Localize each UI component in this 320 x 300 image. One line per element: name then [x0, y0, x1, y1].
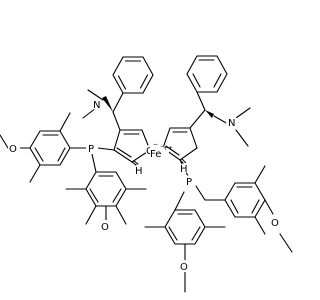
atom-labels: N N P P O O O O H H C − C − Fe ++ — [8, 98, 282, 273]
phosphorus-right-label: P — [186, 177, 192, 188]
iron-label: Fe — [150, 149, 161, 160]
oxygen-bottom-left-label: O — [101, 222, 109, 233]
bond-lines — [0, 55, 293, 293]
hydrogen-left-label: H — [135, 166, 143, 177]
stereo-wedges — [102, 96, 214, 118]
nitrogen-left-label: N — [93, 100, 100, 111]
oxygen-right-lower-label: O — [180, 262, 188, 273]
carbanion-left-charge: − — [153, 141, 158, 148]
hydrogen-right-label: H — [180, 164, 188, 175]
ferrocene-diphosphine-structure: N N P P O O O O H H C − C − Fe ++ — [0, 55, 293, 293]
nitrogen-right-label: N — [228, 118, 235, 129]
iron-charge: ++ — [163, 145, 173, 152]
oxygen-top-left-label: O — [9, 144, 17, 155]
oxygen-right-upper-label: O — [271, 218, 279, 229]
carbanion-left-label: C — [146, 146, 153, 157]
phosphorus-left-label: P — [88, 144, 94, 155]
carbanion-right-charge: − — [160, 143, 165, 150]
